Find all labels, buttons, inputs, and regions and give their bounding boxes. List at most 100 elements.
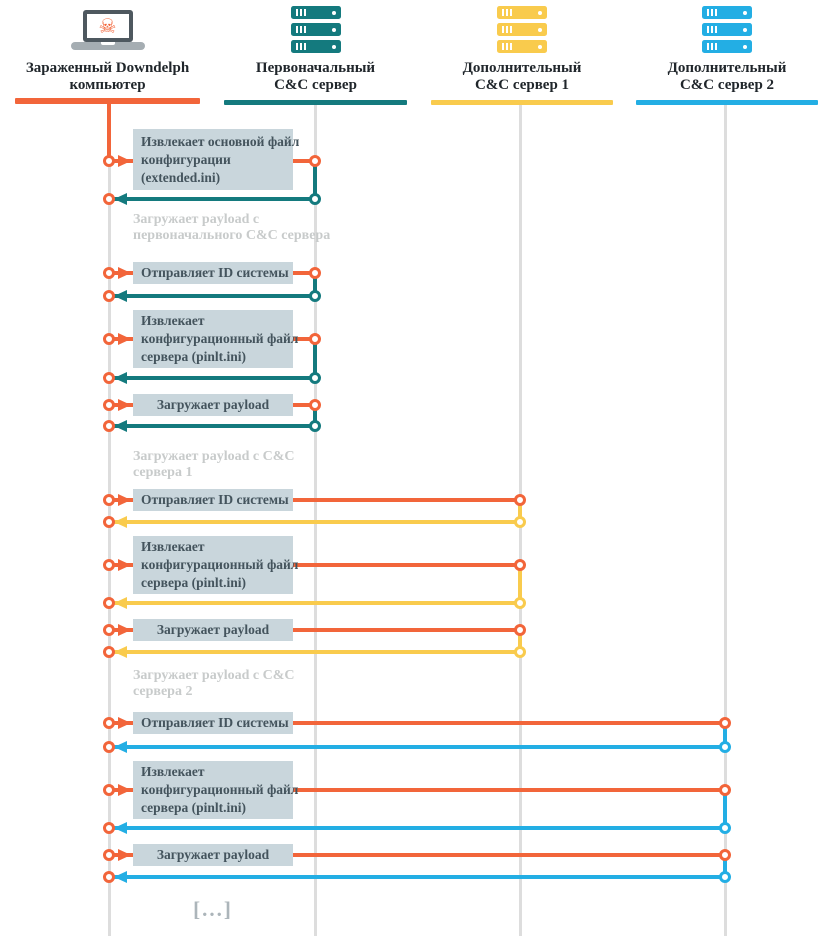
server-led-dot <box>743 44 747 49</box>
message-box-label-line: Загружает payload <box>156 397 270 412</box>
laptop-notch <box>100 42 115 45</box>
server-grill-stripe <box>715 9 717 16</box>
stage-note-line: сервера 1 <box>133 465 193 480</box>
server-stack-icon <box>702 6 752 53</box>
response-target-circle <box>103 822 115 834</box>
request-arrowhead <box>118 783 131 796</box>
request-line <box>109 563 520 567</box>
server-unit <box>497 40 547 53</box>
message-box-label-line: Извлекает основной файл <box>141 133 300 149</box>
request-arrowhead <box>118 623 131 636</box>
server-grill-stripe <box>506 43 508 50</box>
server-grill-stripe <box>303 43 306 50</box>
actor-label-line: Первоначальный <box>255 60 376 76</box>
stage-note-line: Загружает payload с <box>133 212 260 227</box>
message-box-label-line: конфигурационный файл <box>141 782 299 797</box>
response-target-circle <box>103 871 115 883</box>
request-arrowhead <box>118 398 131 411</box>
request-source-circle <box>103 333 115 345</box>
server-grill-stripe <box>711 43 713 50</box>
response-line <box>109 826 725 830</box>
target-activation-connector <box>723 790 727 828</box>
stage-note-line: Загружает payload с C&C <box>133 449 295 464</box>
request-source-circle <box>103 784 115 796</box>
message-box: Отправляет ID системы <box>133 489 293 511</box>
response-source-circle <box>719 871 731 883</box>
laptop-base <box>70 42 145 50</box>
server-unit <box>702 40 752 53</box>
request-line <box>109 721 725 725</box>
request-target-circle <box>309 155 321 167</box>
request-target-circle <box>719 784 731 796</box>
server-grill-stripe <box>715 26 717 33</box>
message-box: Загружает payload <box>133 844 293 866</box>
server-grill-stripe <box>510 26 512 33</box>
server-grill-stripe <box>707 43 709 50</box>
request-target-circle <box>309 267 321 279</box>
request-arrowhead <box>118 716 131 729</box>
server-grill-stripe <box>502 26 504 33</box>
continuation-ellipsis: [...] <box>193 897 233 921</box>
request-source-circle <box>103 267 115 279</box>
response-line <box>109 745 725 749</box>
message-box-label-line: Извлекает <box>141 764 205 779</box>
server-grill-stripe <box>502 43 504 50</box>
request-line <box>109 788 725 792</box>
message-box-label-line: сервера (pinlt.ini) <box>141 349 246 364</box>
target-activation-connector <box>518 565 522 603</box>
target-activation-connector <box>723 723 727 747</box>
server-grill-stripe <box>299 43 302 50</box>
target-activation-connector <box>313 339 317 378</box>
actor-label-line: Дополнительный <box>462 60 582 76</box>
stage-note-line: сервера 2 <box>133 684 193 699</box>
response-arrowhead <box>114 289 127 302</box>
stage-note-line: первоначального C&C сервера <box>133 228 331 243</box>
lifeline-cc2 <box>723 105 727 936</box>
server-grill-stripe <box>295 9 298 16</box>
server-grill-stripe <box>510 9 512 16</box>
server-grill-stripe <box>506 9 508 16</box>
target-activation-connector <box>313 161 317 199</box>
actor-underline-bar <box>15 98 200 104</box>
server-unit <box>290 40 341 53</box>
response-source-circle <box>309 372 321 384</box>
actor-label-line: C&C сервер <box>274 77 357 93</box>
actor-label-line: C&C сервер 2 <box>679 77 775 93</box>
server-grill-stripe <box>295 43 298 50</box>
response-arrowhead <box>114 740 127 753</box>
message-box-label-line: Отправляет ID системы <box>141 715 289 730</box>
actor-label-line: C&C сервер 1 <box>474 77 570 93</box>
response-source-circle <box>719 822 731 834</box>
response-target-circle <box>103 290 115 302</box>
request-arrowhead <box>118 266 131 279</box>
server-grill-stripe <box>303 26 306 33</box>
request-target-circle <box>514 494 526 506</box>
response-line <box>109 294 315 298</box>
server-grill-stripe <box>506 26 508 33</box>
response-source-circle <box>309 290 321 302</box>
request-line <box>109 498 520 502</box>
server-led-dot <box>743 27 747 32</box>
skull-crossbones-icon: ☠ <box>98 14 117 38</box>
response-source-circle <box>309 193 321 205</box>
lifeline-infected <box>107 160 111 936</box>
request-source-circle <box>103 155 115 167</box>
server-grill-stripe <box>707 9 709 16</box>
server-led-dot <box>331 10 336 15</box>
request-source-circle <box>103 624 115 636</box>
response-source-circle <box>309 420 321 432</box>
response-target-circle <box>103 646 115 658</box>
target-activation-connector <box>518 500 522 522</box>
server-led-dot <box>538 44 542 49</box>
server-grill-stripe <box>715 43 717 50</box>
message-box-label-line: Отправляет ID системы <box>141 265 289 280</box>
request-source-circle <box>103 849 115 861</box>
request-target-circle <box>514 624 526 636</box>
response-target-circle <box>103 193 115 205</box>
